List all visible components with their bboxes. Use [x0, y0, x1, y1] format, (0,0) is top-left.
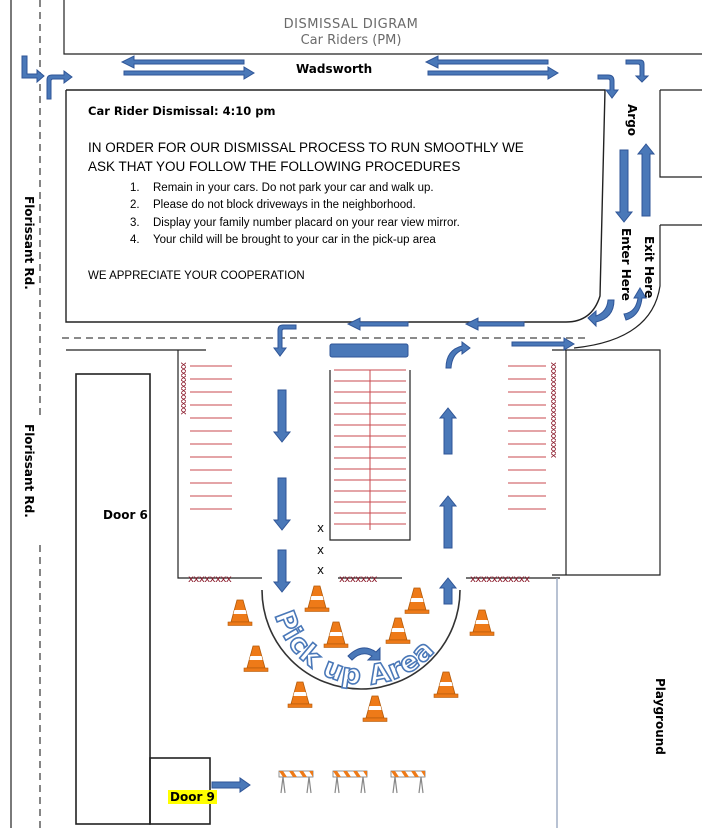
road-outlines	[10, 0, 702, 828]
exit-here-label: Exit Here	[642, 236, 656, 299]
door-9-label: Door 9	[168, 790, 217, 804]
street-wadsworth: Wadsworth	[296, 62, 373, 76]
diagram-subtitle: Car Riders (PM)	[300, 33, 402, 48]
traffic-arrows	[21, 55, 656, 793]
barricades	[278, 770, 426, 794]
enter-here-label: Enter Here	[619, 228, 633, 301]
pickup-area-arc	[261, 589, 461, 690]
parking-stall-lines	[190, 365, 546, 530]
bus-block	[329, 343, 409, 358]
svg-text:x: x	[317, 563, 324, 577]
svg-text:xxxxxxxxxxxx: xxxxxxxxxxxx	[178, 362, 188, 416]
svg-text:xxxxxxx: xxxxxxx	[339, 574, 378, 585]
svg-text:x: x	[317, 521, 324, 535]
playground-label: Playground	[653, 678, 667, 755]
dismissal-time-heading: Car Rider Dismissal: 4:10 pm	[88, 104, 276, 118]
cross-marks: xxxxxxxxxxxx xxxxxxxxxxxxxxxxxxxxxx	[178, 362, 558, 459]
notice-intro-line2: ASK THAT YOU FOLLOW THE FOLLOWING PROCED…	[88, 159, 461, 174]
procedure-list: 1.Remain in your cars. Do not park your …	[130, 180, 460, 249]
procedure-item: 2.Please do not block driveways in the n…	[130, 199, 416, 212]
dashed-lane-lines	[39, 0, 588, 828]
notice-closing: WE APPRECIATE YOUR COOPERATION	[88, 270, 305, 282]
procedure-item: 1.Remain in your cars. Do not park your …	[130, 182, 434, 194]
pickup-area-label: Pick up Area	[268, 606, 441, 691]
door-6-label: Door 6	[103, 508, 148, 522]
procedure-item: 3.Display your family number placard on …	[130, 216, 460, 229]
procedure-item: 4.Your child will be brought to your car…	[130, 233, 436, 246]
cross-marks-bottom: xxxxxxxx xxxxxxx xxxxxxxxxxx	[188, 574, 531, 585]
diagram-title: DISMISSAL DIGRAM	[283, 17, 419, 32]
notice-intro-line1: IN ORDER FOR OUR DISMISSAL PROCESS TO RU…	[88, 140, 524, 155]
lane-crosses: x x x	[317, 521, 324, 577]
svg-text:xxxxxxxxxxx: xxxxxxxxxxx	[470, 574, 530, 585]
street-florissant-upper: Florissant Rd.	[22, 196, 36, 290]
street-argo: Argo	[625, 104, 639, 137]
street-florissant-lower: Florissant Rd.	[22, 424, 36, 518]
svg-text:x: x	[317, 543, 324, 557]
svg-text:xxxxxxxx: xxxxxxxx	[188, 574, 232, 585]
svg-text:xxxxxxxxxxxxxxxxxxxxxx: xxxxxxxxxxxxxxxxxxxxxx	[548, 362, 558, 459]
